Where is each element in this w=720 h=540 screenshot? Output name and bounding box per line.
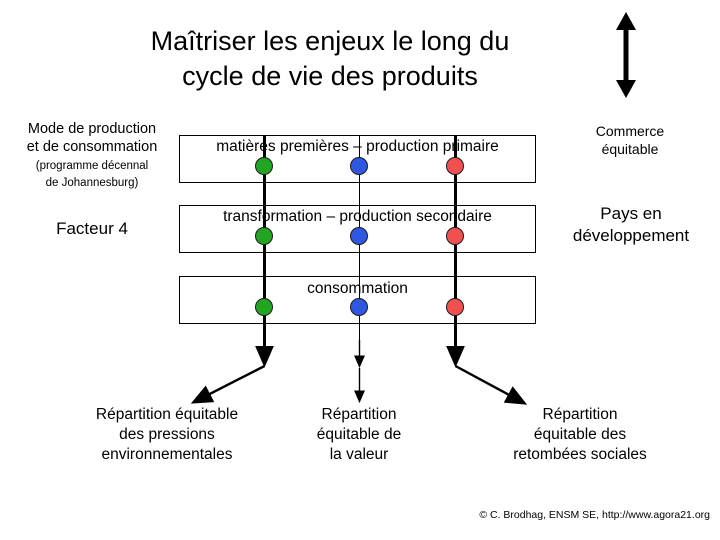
outcome-2-line-3: la valeur bbox=[329, 445, 389, 463]
page-title-line-2: cycle de vie des produits bbox=[182, 60, 478, 91]
dot-environnement-primaire bbox=[255, 157, 273, 175]
page-title-line-1: Maîtriser les enjeux le long du bbox=[150, 26, 510, 56]
vertical-double-arrow-icon bbox=[616, 12, 636, 98]
stage-box-secondaire: transformation – production secondaire bbox=[179, 205, 536, 253]
dot-social-secondaire bbox=[446, 227, 464, 245]
pillar-line-environnement bbox=[263, 135, 266, 364]
page-title: Maîtriser les enjeux le long du cycle de… bbox=[60, 24, 600, 93]
commerce-line-1: Commerce bbox=[595, 123, 665, 139]
stage-box-primaire: matières premières – production primaire bbox=[179, 135, 536, 183]
stage-label-secondaire: transformation – production secondaire bbox=[223, 208, 492, 225]
outcome-valeur: Répartition équitable de la valeur bbox=[289, 405, 429, 464]
outcome-1-line-2: des pressions bbox=[119, 425, 215, 443]
outcome-social: Répartition équitable des retombées soci… bbox=[470, 405, 690, 464]
dot-environnement-secondaire bbox=[255, 227, 273, 245]
dot-social-consommation bbox=[446, 298, 464, 316]
stage-label-consommation: consommation bbox=[307, 280, 408, 297]
footer-credit: © C. Brodhag, ENSM SE, http://www.agora2… bbox=[479, 509, 710, 521]
dot-social-primaire bbox=[446, 157, 464, 175]
left-panel-heading: Mode de production et de consommation (p… bbox=[8, 120, 176, 190]
pays-en-developpement-label: Pays en développement bbox=[546, 203, 716, 247]
outcome-environnement: Répartition équitable des pressions envi… bbox=[42, 405, 292, 464]
left-subnote-line-1: (programme décennal bbox=[35, 160, 149, 173]
outcome-3-line-1: Répartition bbox=[542, 406, 618, 423]
outcome-2-line-1: Répartition bbox=[321, 406, 397, 423]
pillar-line-social bbox=[454, 135, 457, 364]
left-heading-line-2: et de consommation bbox=[26, 139, 158, 156]
factor-4-label: Facteur 4 bbox=[56, 219, 128, 238]
outcome-2-line-2: équitable de bbox=[316, 425, 402, 443]
pillar-line-economique bbox=[359, 135, 360, 364]
outcome-3-line-2: équitable des bbox=[533, 425, 627, 443]
stage-label-primaire: matières premières – production primaire bbox=[216, 138, 499, 155]
left-subnote-line-2: de Johannesburg) bbox=[45, 177, 139, 190]
dot-economique-secondaire bbox=[350, 227, 368, 245]
pays-line-1: Pays en bbox=[600, 204, 662, 223]
stage-box-consommation: consommation bbox=[179, 276, 536, 324]
pays-line-2: développement bbox=[572, 226, 690, 246]
dot-economique-primaire bbox=[350, 157, 368, 175]
outcome-1-line-3: environnementales bbox=[101, 445, 233, 463]
commerce-equitable-label: Commerce équitable bbox=[546, 122, 714, 159]
dot-economique-consommation bbox=[350, 298, 368, 316]
left-heading-line-1: Mode de production bbox=[27, 121, 157, 137]
outcome-1-line-1: Répartition équitable bbox=[95, 406, 239, 423]
outcome-3-line-3: retombées sociales bbox=[513, 445, 647, 463]
commerce-line-2: équitable bbox=[601, 141, 659, 158]
dot-environnement-consommation bbox=[255, 298, 273, 316]
